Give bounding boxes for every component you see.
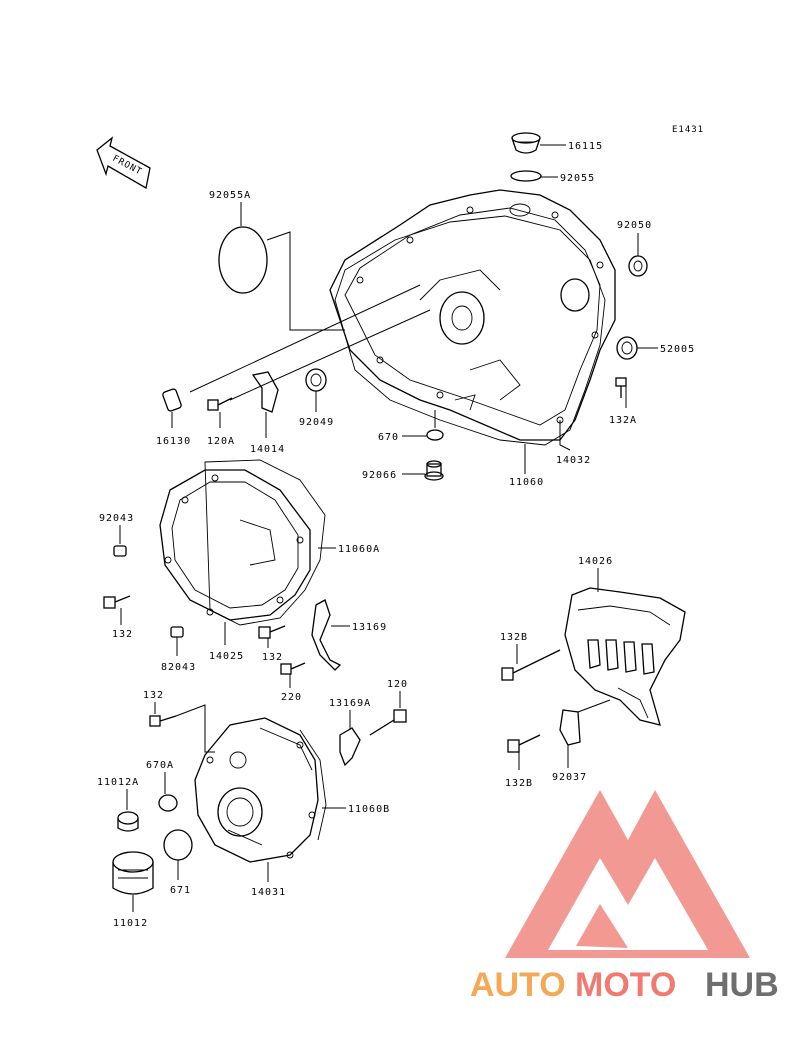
gasket-11060A — [204, 459, 326, 626]
bolt-132A — [615, 377, 627, 398]
bolt-120A — [207, 397, 233, 411]
bracket-13169A — [339, 727, 361, 767]
watermark-hub: HUB — [705, 966, 779, 1004]
o-ring-92055 — [510, 170, 542, 182]
part-label-11012A: 11012A — [97, 777, 139, 788]
part-label-16130: 16130 — [156, 436, 191, 447]
part-label-13169A: 13169A — [329, 698, 371, 709]
bracket-92037 — [559, 709, 581, 746]
part-label-16115: 16115 — [568, 141, 603, 152]
part-label-120: 120 — [387, 679, 408, 690]
right-crankcase-cover — [329, 189, 616, 441]
part-label-120A: 120A — [207, 436, 235, 447]
oil-seal-52005 — [616, 336, 638, 360]
part-label-670A: 670A — [146, 760, 174, 771]
bolt-120 — [369, 709, 407, 736]
watermark-moto: MOTO — [575, 966, 676, 1004]
bolt-132-middle — [258, 625, 286, 639]
o-ring-670 — [426, 429, 444, 441]
oil-seal-92050 — [628, 255, 648, 277]
part-label-82043: 82043 — [161, 662, 196, 673]
watermark-auto: AUTO — [470, 966, 566, 1004]
bracket-14014 — [251, 371, 279, 413]
part-label-92055A: 92055A — [209, 190, 251, 201]
generator-cover-14031 — [194, 717, 319, 863]
part-label-14014: 14014 — [250, 444, 285, 455]
diagram-code: E1431 — [672, 125, 704, 135]
o-ring-671 — [163, 829, 193, 861]
automotohub-logo — [505, 790, 750, 958]
part-label-92050: 92050 — [617, 220, 652, 231]
part-label-11012: 11012 — [113, 918, 148, 929]
gasket-11060B — [299, 729, 327, 841]
part-label-11060A: 11060A — [338, 544, 380, 555]
part-label-132B-top: 132B — [500, 632, 528, 643]
bolt-132B-top — [501, 649, 561, 681]
plug-92066 — [424, 460, 444, 481]
o-ring-92055A — [218, 226, 268, 294]
cap-11012A — [117, 811, 139, 832]
part-label-92049: 92049 — [299, 417, 334, 428]
front-label: FRONT — [111, 154, 144, 178]
part-label-14025: 14025 — [209, 651, 244, 662]
part-label-132B-bottom: 132B — [505, 778, 533, 789]
part-label-92066: 92066 — [362, 470, 397, 481]
sprocket-cover-14026 — [564, 587, 686, 726]
oil-filler-cap — [511, 132, 541, 154]
part-label-92037: 92037 — [552, 772, 587, 783]
part-label-92043: 92043 — [99, 513, 134, 524]
part-label-11060: 11060 — [509, 477, 544, 488]
bolt-220 — [280, 662, 306, 675]
part-label-670: 670 — [378, 432, 399, 443]
front-arrow-icon: FRONT — [96, 136, 151, 190]
bolt-132-lower — [149, 715, 177, 727]
gasket-11060 — [334, 215, 606, 446]
clutch-cover-14025 — [159, 469, 311, 621]
dowel-pin-92043-top — [113, 545, 127, 557]
bolt-132B-bottom — [507, 734, 541, 753]
part-label-132-lower: 132 — [143, 690, 164, 701]
cap-11012 — [112, 851, 154, 895]
part-label-11060B: 11060B — [348, 804, 390, 815]
part-label-14032: 14032 — [556, 455, 591, 466]
oil-seal-92049 — [305, 368, 327, 392]
pipe-16130 — [162, 388, 182, 412]
part-label-14031: 14031 — [251, 887, 286, 898]
bolt-132-left — [103, 595, 131, 609]
guide-13169 — [311, 599, 342, 671]
part-label-132A: 132A — [609, 415, 637, 426]
part-label-52005: 52005 — [660, 344, 695, 355]
part-label-671: 671 — [170, 885, 191, 896]
part-label-14026: 14026 — [578, 556, 613, 567]
part-label-132-left: 132 — [112, 629, 133, 640]
part-label-13169: 13169 — [352, 622, 387, 633]
part-label-132-middle: 132 — [262, 652, 283, 663]
part-label-92055: 92055 — [560, 173, 595, 184]
part-label-220: 220 — [281, 692, 302, 703]
o-ring-670A — [158, 794, 178, 812]
dowel-pin-82043 — [170, 626, 184, 638]
